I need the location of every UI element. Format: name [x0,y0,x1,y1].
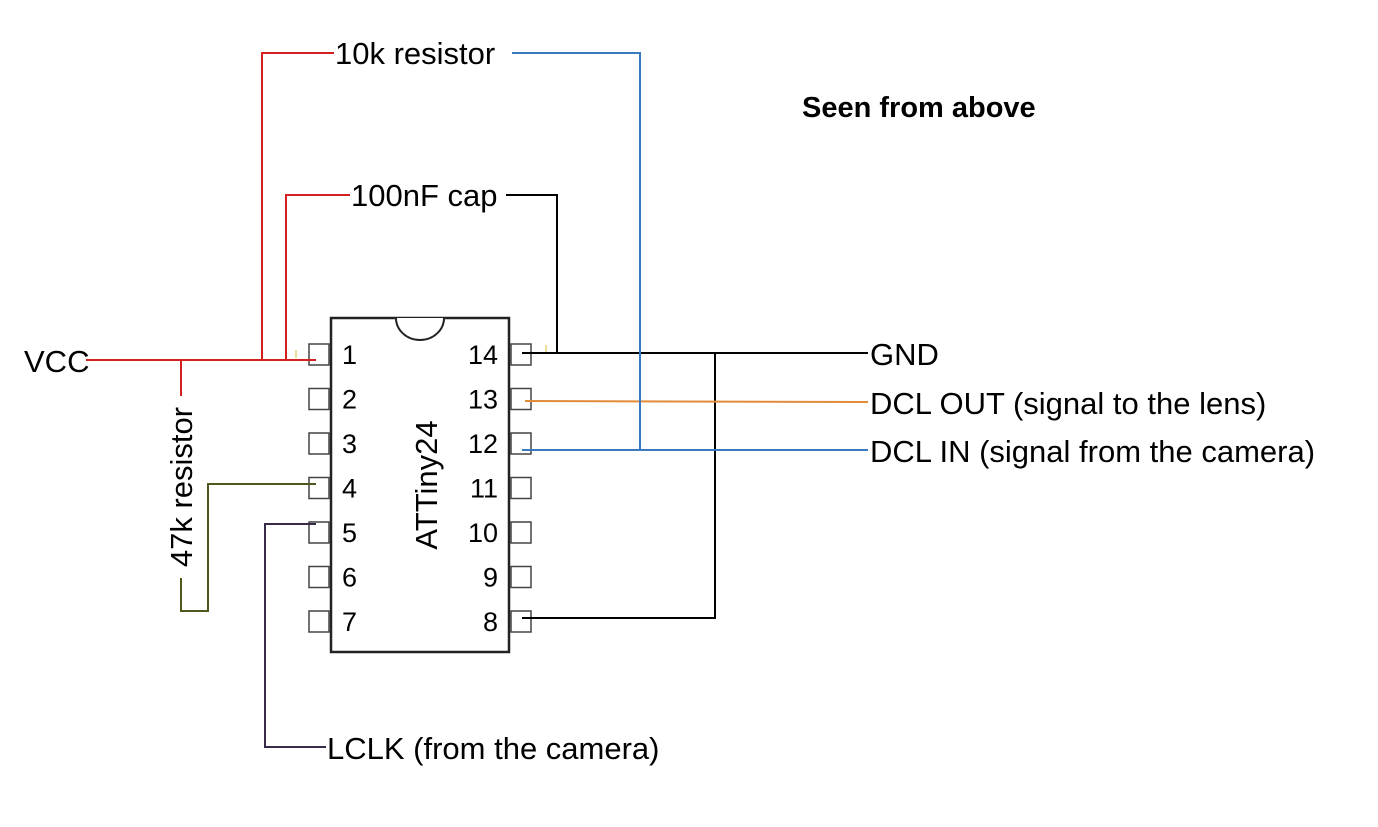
chip-notch [395,317,445,341]
gnd-label: GND [870,337,939,372]
lclk-label: LCLK (from the camera) [327,731,660,766]
pin-4-label: 4 [342,474,357,504]
pin-boxes [308,343,532,633]
pin-14-label: 14 [468,340,498,370]
pin-14-box [510,343,532,366]
dcl-in-wire [512,52,868,451]
pin-2-box [308,387,330,411]
pin-1-box [308,343,330,366]
pin-4-box [308,476,330,500]
dcl-out-wire [524,400,869,403]
pin-8-box [510,610,532,633]
dcl-in-label: DCL IN (signal from the camera) [870,434,1315,469]
pin-8-label: 8 [483,607,498,637]
pin-5-box [308,521,330,544]
chip-body [329,316,511,654]
pin-12-label: 12 [468,429,498,459]
pin-3-label: 3 [342,429,357,459]
pin-7-box [308,610,330,633]
pin-13-box [510,387,532,411]
vcc-label: VCC [24,344,89,379]
pin-13-label: 13 [468,385,498,415]
pin-3-box [308,432,330,455]
pin-7-label: 7 [342,607,357,637]
pin-6-label: 6 [342,563,357,593]
dcl-out-label: DCL OUT (signal to the lens) [870,386,1266,421]
pin-11-label: 11 [470,474,498,504]
pin-5-label: 5 [342,518,357,548]
pin-9-box [510,565,532,589]
pin-12-box [510,432,532,455]
pin-11-box [510,476,532,500]
wires [86,52,869,748]
resistor-10k-label: 10k resistor [335,36,495,71]
pin-6-box [308,565,330,589]
pin5-wire [264,523,326,748]
chip-name: ATTiny24 [409,420,444,549]
pin-10-box [510,521,532,544]
pin4-wire [180,483,316,612]
pin-9-label: 9 [483,563,498,593]
gnd-wire [506,194,868,619]
pin-1-label: 1 [342,340,357,370]
pin-10-label: 10 [468,518,498,548]
cap-100nf-label: 100nF cap [351,178,498,213]
view-heading: Seen from above [802,92,1036,124]
pin-2-label: 2 [342,385,357,415]
resistor-47k-label: 47k resistor [164,407,199,567]
vcc-wire [86,52,350,396]
